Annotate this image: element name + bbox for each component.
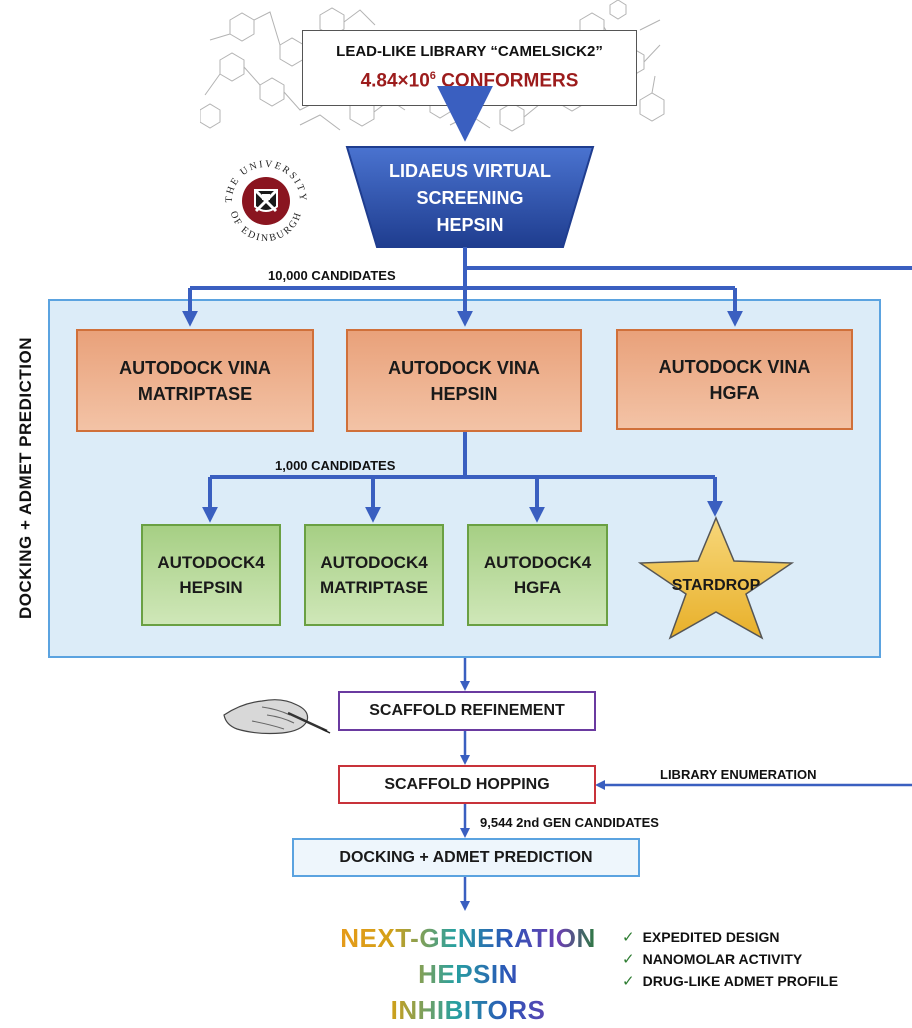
hand-drawing-icon [223, 699, 331, 735]
label-second-gen-candidates: 9,544 2nd GEN CANDIDATES [480, 815, 659, 830]
label-10000-candidates: 10,000 CANDIDATES [268, 268, 396, 283]
scaffold-hopping-box: SCAFFOLD HOPPING [338, 765, 596, 804]
ad4-hepsin-line1: AUTODOCK4 [157, 553, 265, 572]
vina-hgfa-line2: HGFA [709, 382, 760, 403]
funnel-line-1: LIDAEUS VIRTUAL [389, 160, 551, 181]
result-line-2: HEPSIN INHIBITORS [338, 956, 598, 1028]
vina-hgfa-line1: AUTODOCK VINA [658, 356, 811, 377]
benefit-label: EXPEDITED DESIGN [642, 929, 780, 945]
vina-matriptase-box: AUTODOCK VINA MATRIPTASE [76, 329, 314, 432]
vina-hepsin-box: AUTODOCK VINA HEPSIN [346, 329, 582, 432]
vina-matriptase-line1: AUTODOCK VINA [119, 357, 271, 378]
university-of-edinburgh-logo: THE UNIVERSITY OF EDINBURGH [220, 155, 312, 247]
funnel-label: LIDAEUS VIRTUAL SCREENING HEPSIN [375, 150, 565, 246]
label-library-enumeration: LIBRARY ENUMERATION [660, 767, 817, 782]
benefit-item: ✓ DRUG-LIKE ADMET PROFILE [622, 970, 838, 992]
stardrop-label: STARDROP [671, 577, 761, 594]
virtual-screening-funnel [345, 146, 595, 248]
label-1000-candidates: 1,000 CANDIDATES [275, 458, 396, 473]
benefit-item: ✓ EXPEDITED DESIGN [622, 926, 838, 948]
ad4-matriptase-line1: AUTODOCK4 [320, 553, 428, 572]
checkmark-icon: ✓ [622, 951, 635, 968]
result-line-1: NEXT-GENERATION [338, 920, 598, 956]
vina-hepsin-line2: HEPSIN [430, 383, 498, 404]
checkmark-icon: ✓ [622, 973, 635, 990]
panel-side-label: DOCKING + ADMET PREDICTION [16, 336, 35, 620]
vina-hgfa-box: AUTODOCK VINA HGFA [616, 329, 853, 430]
vina-matriptase-line2: MATRIPTASE [137, 383, 253, 404]
checkmark-icon: ✓ [622, 929, 635, 946]
ad4-hgfa-line1: AUTODOCK4 [483, 553, 592, 572]
scaffold-refinement-box: SCAFFOLD REFINEMENT [338, 691, 596, 731]
funnel-line-2: SCREENING [416, 187, 524, 208]
ad4-hepsin-box: AUTODOCK4 HEPSIN [141, 524, 281, 626]
funnel-line-3: HEPSIN [436, 214, 504, 235]
benefit-label: DRUG-LIKE ADMET PROFILE [642, 973, 839, 989]
result-title: NEXT-GENERATION HEPSIN INHIBITORS [338, 920, 598, 1028]
benefit-label: NANOMOLAR ACTIVITY [642, 951, 803, 967]
docking-admet-box: DOCKING + ADMET PREDICTION [292, 838, 640, 877]
stardrop-star [638, 516, 794, 640]
library-count-prefix: 4.84×10 [360, 70, 430, 92]
ad4-matriptase-box: AUTODOCK4 MATRIPTASE [304, 524, 444, 626]
vina-hepsin-line1: AUTODOCK VINA [388, 357, 540, 378]
ad4-hgfa-box: AUTODOCK4 HGFA [467, 524, 608, 626]
ad4-hepsin-line2: HEPSIN [179, 578, 243, 597]
library-count-exponent: 6 [429, 70, 436, 83]
benefit-item: ✓ NANOMOLAR ACTIVITY [622, 948, 838, 970]
library-title: LEAD-LIKE LIBRARY “CAMELSICK2” [336, 43, 603, 61]
ad4-hgfa-line2: HGFA [513, 578, 562, 597]
ad4-matriptase-line2: MATRIPTASE [320, 578, 428, 597]
connector-arrows [182, 85, 912, 911]
benefits-list: ✓ EXPEDITED DESIGN ✓ NANOMOLAR ACTIVITY … [622, 926, 838, 992]
